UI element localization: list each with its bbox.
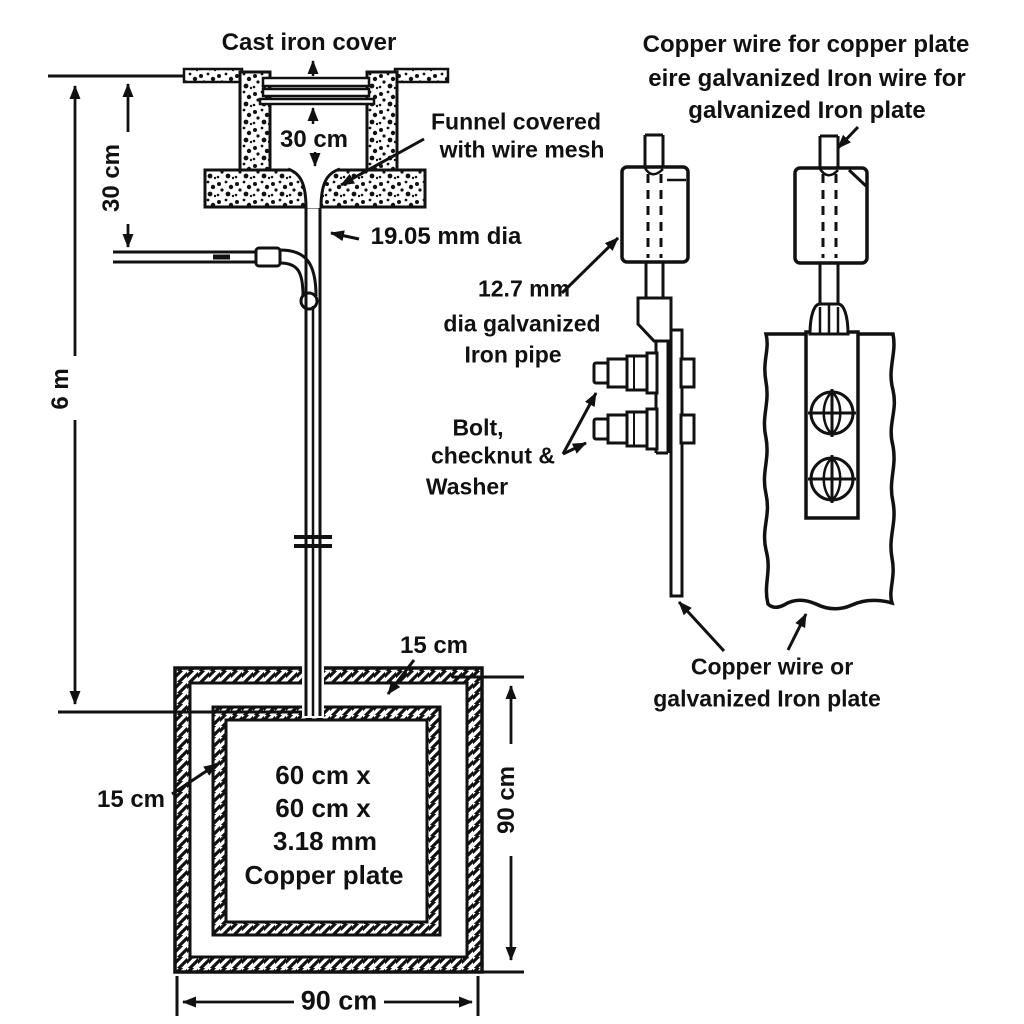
label-heading-2: eire galvanized Iron wire for bbox=[648, 65, 966, 92]
label-bolt-1: Bolt, bbox=[452, 414, 504, 441]
cast-iron-cover-plates bbox=[258, 76, 376, 106]
label-chamber-depth: 30 cm bbox=[279, 126, 349, 153]
label-gi-pipe-1: 12.7 mm bbox=[477, 275, 571, 302]
ground-surface bbox=[48, 67, 450, 84]
pipe-socket bbox=[793, 166, 869, 265]
pipe-socket bbox=[620, 165, 690, 264]
label-depth-top: 30 cm bbox=[98, 143, 125, 213]
label-funnel-2: with wire mesh bbox=[439, 136, 605, 163]
label-plate-4: Copper plate bbox=[244, 860, 404, 890]
label-gap-top: 15 cm bbox=[399, 632, 469, 659]
label-pipe-dia: 19.05 mm dia bbox=[370, 223, 522, 250]
label-funnel-1: Funnel covered bbox=[431, 108, 601, 135]
label-gi-pipe-3: Iron pipe bbox=[464, 341, 562, 368]
label-depth-total: 6 m bbox=[47, 368, 74, 410]
plate-hole-1 bbox=[808, 389, 856, 437]
label-gi-pipe-2: dia galvanized bbox=[443, 310, 601, 337]
label-plate-3: 3.18 mm bbox=[272, 826, 378, 856]
label-plate-1: 60 cm x bbox=[275, 760, 371, 790]
label-heading-1: Copper wire for copper plate bbox=[642, 31, 970, 58]
label-wire-or-plate-1: Copper wire or bbox=[690, 653, 854, 680]
label-pit-width: 90 cm bbox=[300, 985, 378, 1016]
label-wire-or-plate-2: galvanized Iron plate bbox=[653, 685, 881, 712]
leader-arrows bbox=[171, 137, 425, 796]
label-plate-2: 60 cm x bbox=[275, 793, 371, 823]
earth-strip bbox=[669, 328, 684, 598]
plate-hole-2 bbox=[808, 455, 856, 503]
masonry-chamber bbox=[203, 70, 427, 209]
label-heading-3: galvanized Iron plate bbox=[688, 97, 926, 124]
bolt-assembly-2 bbox=[592, 407, 696, 451]
pipe-coupling bbox=[254, 246, 282, 268]
pipe-joint bbox=[299, 291, 319, 311]
label-bolt-2: checknut & bbox=[431, 442, 555, 469]
dimension-lines bbox=[58, 83, 524, 1016]
earthing-pit bbox=[173, 666, 484, 974]
label-cast-iron-cover: Cast iron cover bbox=[221, 29, 397, 56]
bolt-assembly-1 bbox=[592, 351, 696, 395]
gi-pipe-run bbox=[113, 208, 332, 718]
detail-pipe-clamp bbox=[560, 133, 726, 653]
label-pit-height: 90 cm bbox=[493, 765, 520, 835]
detail-plate-in-ground bbox=[762, 125, 897, 651]
label-bolt-3: Washer bbox=[425, 473, 509, 500]
label-gap-side: 15 cm bbox=[96, 786, 166, 813]
